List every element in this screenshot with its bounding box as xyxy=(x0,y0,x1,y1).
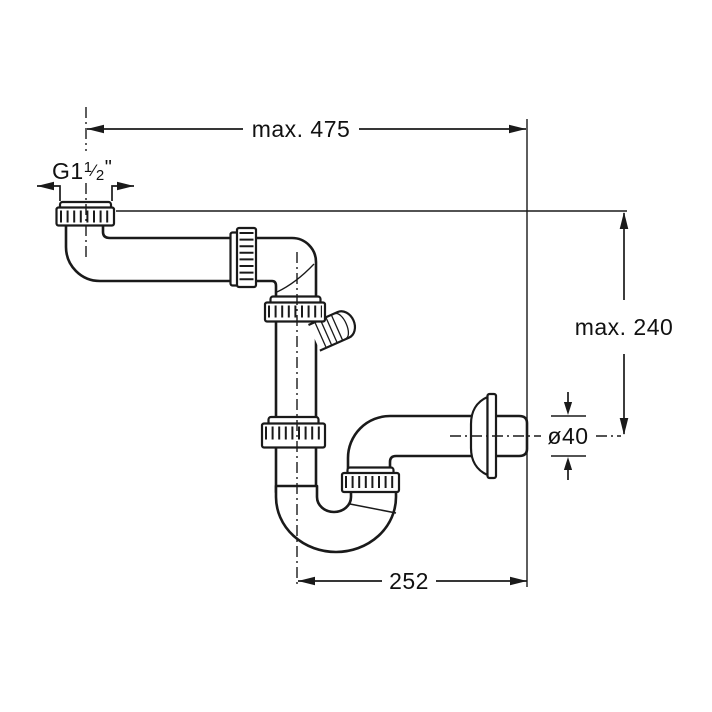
nut-skirt xyxy=(55,206,116,227)
arrow-right-icon xyxy=(117,181,134,191)
centerlines xyxy=(85,107,621,587)
u-bend-joint-line xyxy=(349,503,397,514)
dim-overall-width: max. 475 xyxy=(87,116,526,142)
spigot-ridge xyxy=(314,322,327,348)
arrow-left-icon xyxy=(298,576,315,586)
nut-skirt xyxy=(340,471,401,494)
dim-label-width: max. 475 xyxy=(252,116,351,142)
trap-inlet-nut xyxy=(260,415,327,449)
arrow-up-icon xyxy=(563,457,573,470)
spigot-cap-line xyxy=(334,312,350,339)
horizontal-run-nut xyxy=(229,226,258,289)
u-bend xyxy=(274,484,398,554)
dim-overall-height: max. 240 xyxy=(575,212,674,435)
dim-trap-offset: 252 xyxy=(298,568,527,594)
elbow-joint-line xyxy=(276,263,315,293)
spigot-ridge xyxy=(330,314,344,341)
arrow-right-icon xyxy=(510,576,527,586)
union-nuts xyxy=(55,200,401,494)
dim-outlet-diameter: ø40 xyxy=(547,392,588,480)
trap-outlet-nut xyxy=(340,466,401,494)
nut-skirt xyxy=(235,226,258,289)
arrow-down-icon xyxy=(563,402,573,415)
dim-label-trap-offset: 252 xyxy=(389,568,429,594)
arrow-left-icon xyxy=(87,124,104,134)
outlet-pipe xyxy=(346,414,529,471)
dim-thread-size: G11⁄2" xyxy=(37,157,134,201)
dim-label-thread: G11⁄2" xyxy=(52,157,112,184)
spigot-ridge xyxy=(325,317,338,344)
arrow-left-icon xyxy=(37,181,54,191)
dim-label-diameter: ø40 xyxy=(547,423,588,449)
arrow-up-icon xyxy=(619,212,629,229)
pipework xyxy=(64,220,529,554)
extension-lines xyxy=(116,119,627,587)
wall-flange xyxy=(469,392,498,480)
inlet-thread-nut xyxy=(55,200,116,227)
nut-skirt xyxy=(260,422,327,449)
arrow-down-icon xyxy=(619,418,629,435)
dim-label-height: max. 240 xyxy=(575,314,674,340)
spigot-ridge xyxy=(319,319,333,346)
arrow-right-icon xyxy=(509,124,526,134)
vertical-pipe-upper-nut xyxy=(263,295,327,323)
inlet-pipe xyxy=(64,220,318,494)
